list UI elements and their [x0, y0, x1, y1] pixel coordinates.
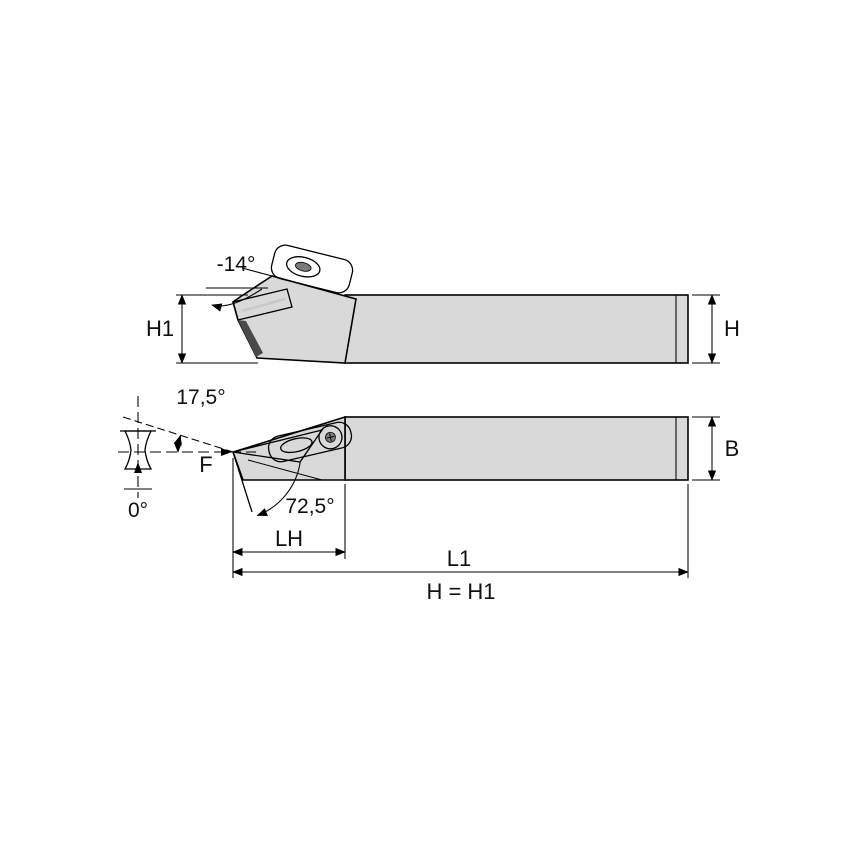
edge-angle-arc	[173, 434, 183, 453]
plan-view: B 0° 17,5° F 72,5° LH L1 H = H1	[118, 386, 739, 604]
inclination-angle-label: 0°	[128, 499, 148, 522]
side-clamp	[270, 244, 354, 294]
head-tilt-angle-label: -14°	[217, 253, 256, 276]
side-insert-edge-highlight	[241, 297, 286, 313]
side-insert	[232, 288, 293, 321]
centerline-tip-arrow	[221, 448, 232, 456]
l1-label: L1	[447, 546, 471, 571]
lead-angle-arc	[256, 461, 301, 516]
plan-insert	[232, 428, 324, 463]
plan-clamp-screw	[318, 425, 343, 450]
tilt-angle-arc	[211, 288, 263, 312]
plan-shank	[344, 416, 689, 481]
tip-profile	[123, 430, 153, 470]
plan-clamp-group	[267, 421, 353, 463]
side-clamp-slot	[285, 256, 321, 278]
side-shank	[344, 294, 689, 364]
lh-label: LH	[275, 526, 303, 551]
edge-angle-construction-line	[122, 416, 234, 453]
side-head	[232, 275, 357, 364]
lead-angle-edge-line	[232, 451, 253, 513]
tip-reference-label: F	[199, 452, 212, 477]
head-edge-extension-line	[241, 267, 273, 277]
lead-angle-label: 72,5°	[285, 495, 334, 518]
plan-pocket-line	[247, 459, 323, 481]
side-view: H1 H -14°	[146, 244, 740, 364]
h1-label: H1	[146, 316, 174, 341]
h-label: H	[724, 316, 740, 341]
edge-angle-label: 17,5°	[176, 386, 225, 409]
b-label: B	[725, 436, 740, 461]
plan-clamp-slot	[280, 437, 313, 454]
height-equality-note: H = H1	[426, 579, 495, 604]
side-insert-relief	[238, 320, 263, 357]
side-clamp-screw	[295, 261, 312, 272]
inclination-arrow	[134, 462, 142, 473]
screw-drive-mark-v	[329, 433, 332, 442]
side-clamp-group	[270, 244, 354, 294]
plan-clamp	[267, 421, 353, 463]
